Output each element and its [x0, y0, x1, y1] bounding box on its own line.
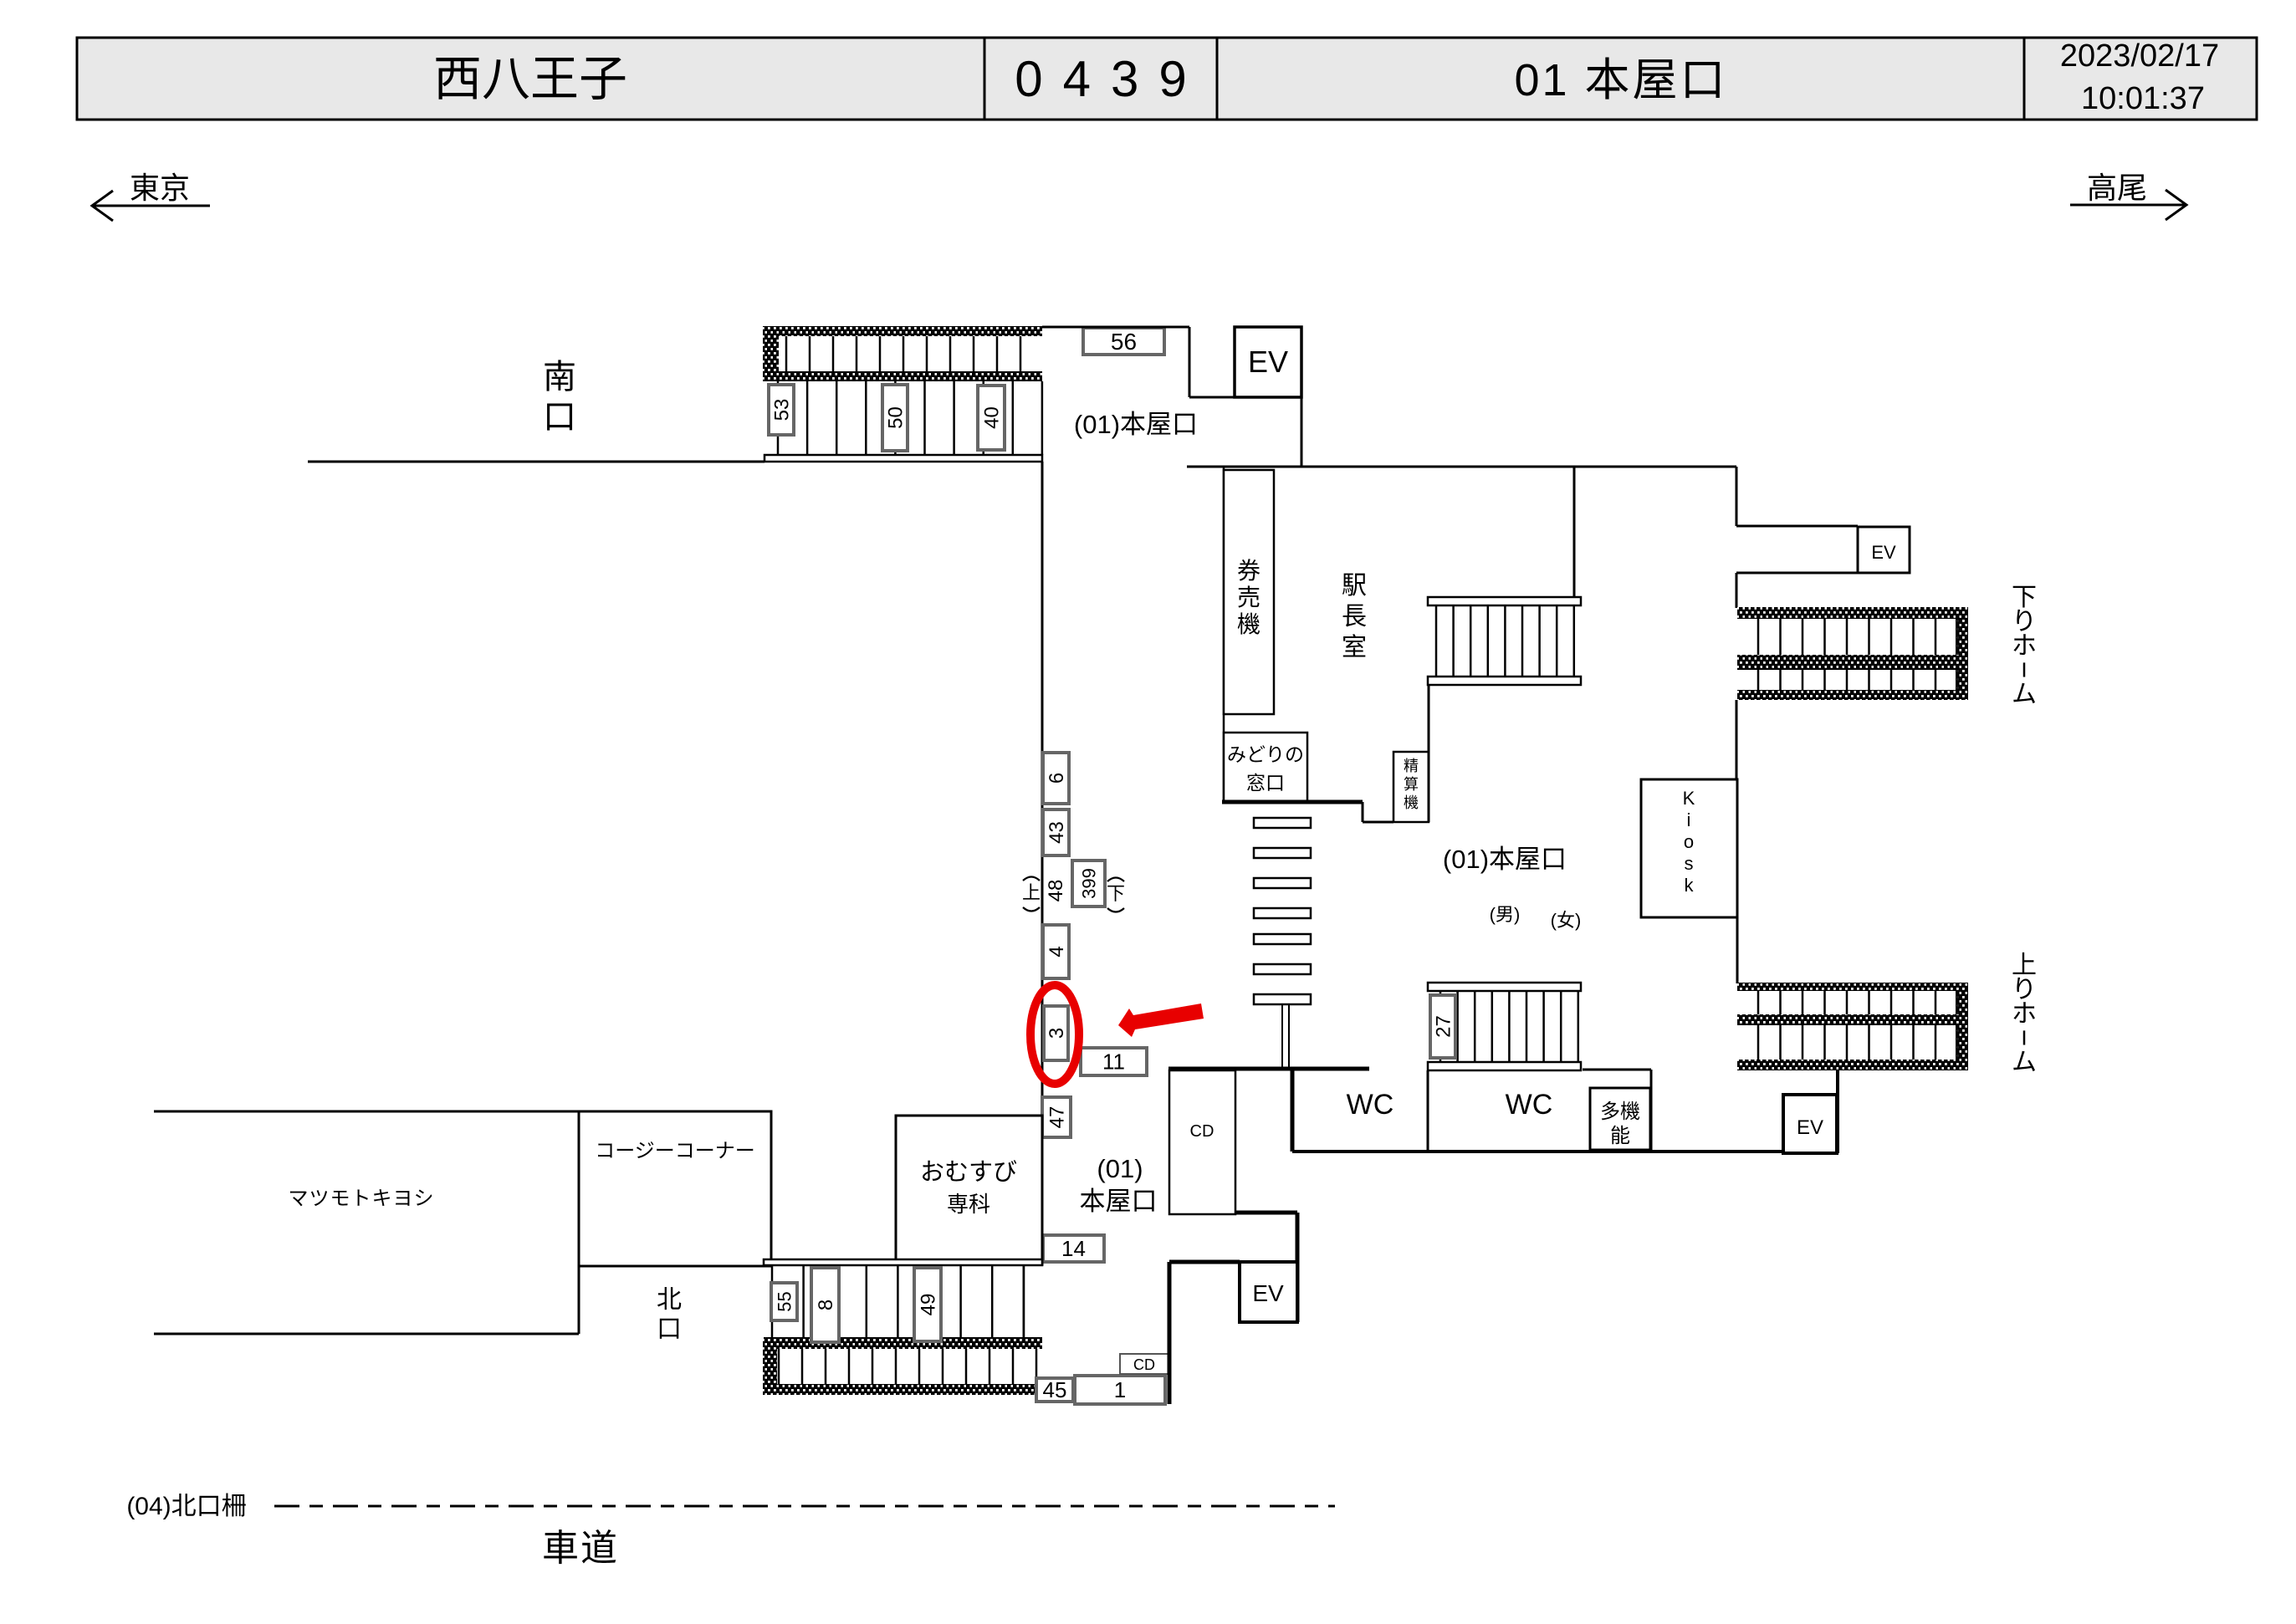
svg-text:券: 券: [1237, 558, 1260, 584]
svg-text:ム: ム: [2012, 1049, 2037, 1076]
svg-text:(女): (女): [1551, 910, 1582, 931]
svg-text:コージーコーナー: コージーコーナー: [595, 1140, 755, 1162]
svg-text:長: 長: [1342, 603, 1367, 631]
svg-text:口: 口: [657, 1315, 682, 1343]
svg-text:能: 能: [1610, 1125, 1630, 1147]
svg-text:口: 口: [543, 399, 576, 436]
svg-text:り: り: [2012, 976, 2037, 1004]
svg-text:下: 下: [2012, 584, 2037, 611]
svg-text:多機: 多機: [1600, 1101, 1640, 1123]
svg-text:0439: 0439: [1015, 51, 1206, 107]
svg-text:(01)本屋口: (01)本屋口: [1443, 845, 1567, 874]
svg-text:高尾: 高尾: [2087, 171, 2147, 205]
svg-text:EV: EV: [1252, 1280, 1284, 1306]
svg-text:車道: 車道: [542, 1528, 619, 1569]
svg-text:47: 47: [1046, 1106, 1069, 1129]
svg-text:14: 14: [1061, 1236, 1086, 1261]
svg-text:算: 算: [1404, 776, 1419, 793]
svg-text:機: 機: [1404, 794, 1419, 811]
svg-text:下: 下: [1107, 883, 1125, 904]
svg-text:西八王子: 西八王子: [433, 52, 627, 106]
svg-text:マツモトキヨシ: マツモトキヨシ: [289, 1187, 435, 1210]
svg-text:48: 48: [1045, 880, 1067, 902]
svg-text:8: 8: [815, 1300, 837, 1310]
svg-text:室: 室: [1342, 634, 1367, 661]
svg-text:売: 売: [1237, 585, 1260, 610]
svg-text:り: り: [2012, 608, 2037, 636]
svg-text:2023/02/17: 2023/02/17: [2060, 38, 2219, 74]
svg-text:機: 機: [1237, 611, 1260, 637]
svg-text:(01)本屋口: (01)本屋口: [1074, 410, 1198, 439]
svg-text:CD: CD: [1190, 1122, 1214, 1141]
svg-text:3: 3: [1046, 1028, 1068, 1039]
svg-text:みどりの: みどりの: [1227, 743, 1304, 765]
svg-text:北: 北: [657, 1286, 682, 1314]
svg-text:上: 上: [1022, 882, 1041, 903]
svg-text:EV: EV: [1797, 1116, 1823, 1139]
svg-text:55: 55: [774, 1291, 795, 1311]
svg-text:45: 45: [1043, 1377, 1067, 1402]
svg-text:50: 50: [885, 406, 908, 429]
svg-text:EV: EV: [1248, 345, 1288, 379]
svg-text:6: 6: [1046, 773, 1068, 784]
svg-text:1: 1: [1114, 1377, 1126, 1402]
svg-text:南: 南: [543, 359, 576, 396]
svg-text:56: 56: [1111, 329, 1137, 355]
svg-text:53: 53: [771, 399, 794, 421]
svg-text:(男): (男): [1490, 904, 1521, 925]
svg-text:49: 49: [918, 1294, 940, 1316]
svg-text:4: 4: [1046, 946, 1068, 957]
svg-text:i: i: [1687, 809, 1691, 830]
svg-text:専科: 専科: [947, 1192, 990, 1217]
svg-text:43: 43: [1046, 821, 1068, 844]
svg-text:本屋口: 本屋口: [1080, 1187, 1158, 1216]
svg-text:(01): (01): [1097, 1154, 1143, 1183]
svg-text:27: 27: [1433, 1015, 1455, 1038]
svg-text:上: 上: [2012, 952, 2037, 979]
svg-text:ム: ム: [2012, 681, 2037, 708]
svg-text:11: 11: [1102, 1049, 1125, 1075]
svg-text:精: 精: [1404, 758, 1419, 774]
svg-text:s: s: [1685, 853, 1694, 874]
svg-text:(04)北口柵: (04)北口柵: [126, 1493, 246, 1520]
svg-text:o: o: [1684, 831, 1694, 852]
svg-text:WC: WC: [1347, 1089, 1394, 1121]
svg-text:ホ: ホ: [2012, 632, 2037, 660]
svg-text:駅: 駅: [1342, 572, 1367, 600]
svg-text:399: 399: [1078, 868, 1099, 899]
svg-text:CD: CD: [1133, 1356, 1155, 1373]
svg-text:おむすび: おむすび: [920, 1159, 1017, 1186]
svg-text:40: 40: [981, 406, 1004, 429]
svg-text:窓口: 窓口: [1246, 772, 1285, 794]
svg-text:東京: 東京: [130, 171, 190, 205]
svg-text:K: K: [1683, 788, 1695, 809]
svg-text:WC: WC: [1506, 1089, 1553, 1121]
svg-text:EV: EV: [1871, 542, 1896, 563]
svg-text:ホ: ホ: [2012, 1000, 2037, 1028]
svg-text:10:01:37: 10:01:37: [2081, 81, 2205, 116]
svg-text:k: k: [1685, 875, 1695, 896]
svg-text:01 本屋口: 01 本屋口: [1514, 55, 1727, 105]
